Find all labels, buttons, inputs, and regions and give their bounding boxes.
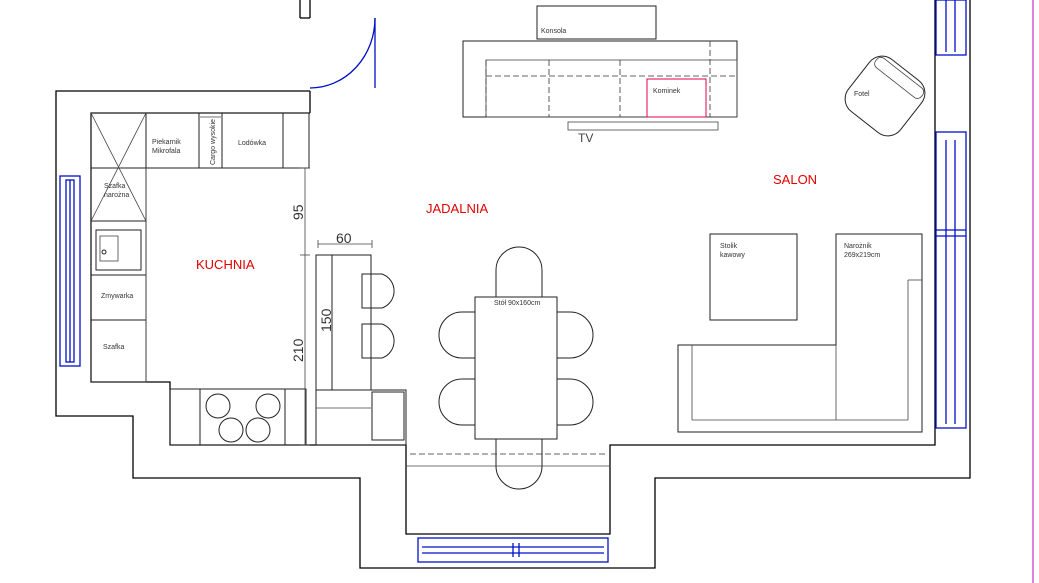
window-right-lower [935, 131, 967, 429]
coffee-table [709, 233, 798, 321]
sink [95, 229, 142, 271]
cooktop [205, 393, 281, 443]
dimension-210: 210 [290, 338, 306, 362]
fireplace [646, 78, 707, 118]
kitchen-island [315, 254, 407, 446]
console-table [536, 5, 657, 40]
dimension-150: 150 [318, 308, 334, 332]
dimension-95: 95 [290, 204, 306, 220]
window-left [59, 175, 81, 367]
tv-unit [462, 40, 738, 131]
dining-table [406, 296, 610, 467]
label-armchair: Fotel [854, 91, 870, 98]
window-right-upper [935, 0, 967, 56]
dining-chairs [438, 246, 594, 490]
label-tv: TV [578, 131, 593, 145]
kitchen-cabinets-left [90, 168, 147, 383]
label-dishwasher: Zmywarka [101, 293, 133, 300]
room-label-dining: JADALNIA [426, 201, 488, 216]
dimension-lines [300, 167, 373, 446]
bar-stools [361, 273, 395, 359]
label-fireplace: Kominek [653, 88, 681, 95]
armchair [844, 55, 926, 137]
entry-door [309, 17, 376, 89]
label-console: Konsola [541, 28, 566, 35]
kitchen-cabinets-bottom [169, 388, 307, 446]
corner-sofa [677, 233, 923, 433]
room-label-living: SALON [773, 172, 817, 187]
window-bottom [417, 537, 609, 563]
corner-cabinet [90, 112, 147, 222]
label-fridge: Lodówka [238, 140, 266, 147]
dimension-60: 60 [336, 230, 352, 246]
label-table: Stół 90x160cm [494, 300, 540, 307]
label-cargo: Cargo wysokie [210, 119, 217, 165]
kitchen-cabinets-top [90, 112, 310, 169]
label-cabinet: Szafka [103, 344, 125, 351]
room-label-kitchen: KUCHNIA [196, 257, 255, 272]
walls [55, 0, 971, 569]
